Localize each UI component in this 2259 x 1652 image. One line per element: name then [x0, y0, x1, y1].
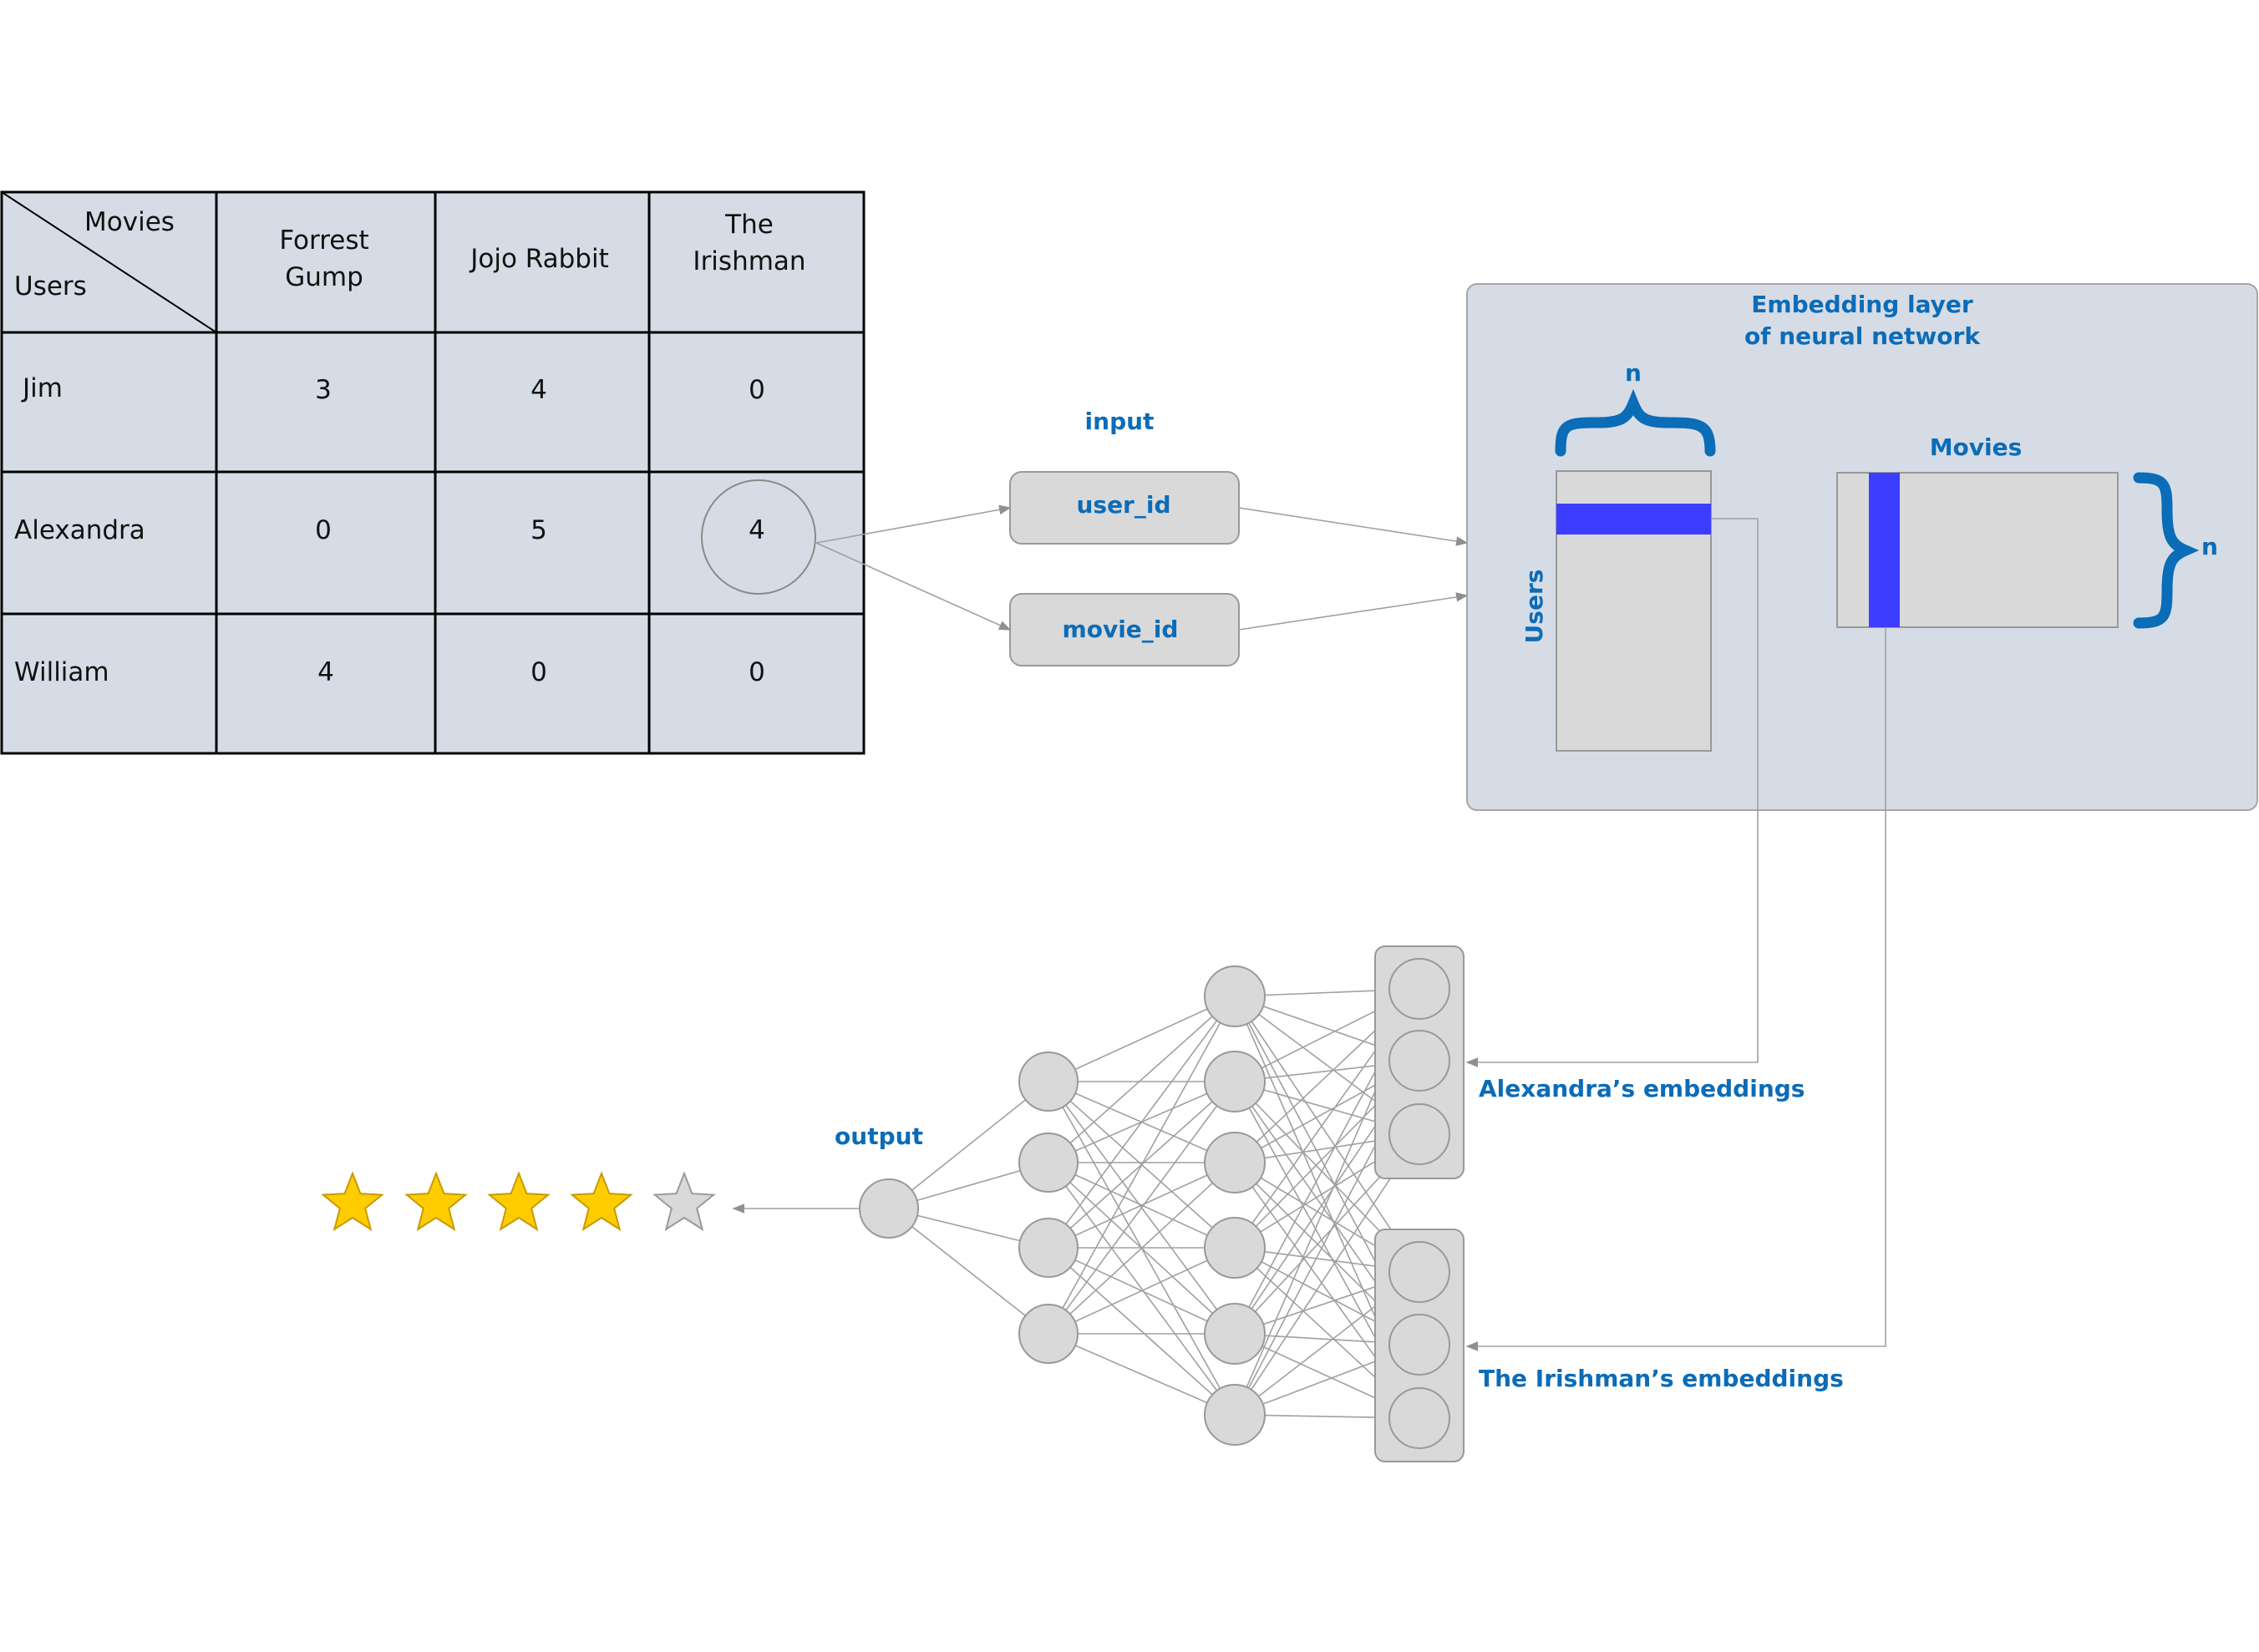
rating-cell: 4 — [530, 375, 547, 405]
network-connection — [1048, 1247, 1236, 1335]
arrow-movie-embedding-to-network — [1465, 627, 1886, 1351]
column-header-line: Irishman — [693, 246, 805, 276]
star-filled-icon — [570, 1171, 633, 1232]
arrow-cell-to-user-id — [815, 504, 1012, 544]
network-connection — [1048, 1333, 1236, 1416]
network-connection — [1048, 1162, 1236, 1416]
brace-top-icon — [1555, 388, 1716, 457]
hidden-node — [1018, 1052, 1079, 1112]
arrow-user-id-to-embedding — [1238, 507, 1469, 546]
hidden-node — [1204, 1051, 1266, 1112]
movie-embedding-column-highlight — [1869, 473, 1900, 627]
embedding-node — [1388, 1387, 1450, 1449]
network-connection — [1234, 996, 1420, 1273]
embedding-node — [1388, 1030, 1450, 1092]
rating-cell: 5 — [530, 515, 547, 545]
rating-cell: 3 — [315, 375, 332, 405]
ratings-table: Movies Users Forrest Gump Jojo Rabbit Th… — [0, 190, 866, 755]
embedding-node — [1388, 1103, 1450, 1165]
hidden-node — [1204, 1384, 1266, 1446]
output-node — [859, 1178, 919, 1239]
network-connection — [1048, 1162, 1236, 1249]
rating-cell: 0 — [749, 657, 765, 687]
output-label: output — [835, 1122, 923, 1150]
embedding-title-line1: Embedding layer — [1751, 291, 1973, 318]
row-label-user: Alexandra — [14, 515, 145, 545]
network-connection — [888, 1081, 1049, 1209]
dimension-label-right: n — [2201, 533, 2218, 560]
network-connection — [1048, 996, 1236, 1163]
hidden-node — [1018, 1304, 1079, 1364]
arrow-movie-id-to-embedding — [1238, 592, 1469, 631]
corner-label-movies: Movies — [84, 207, 175, 237]
rating-cell: 0 — [530, 657, 547, 687]
star-empty-icon — [652, 1171, 716, 1232]
rating-cell: 0 — [315, 515, 332, 545]
column-header-line: Gump — [285, 262, 363, 292]
star-filled-icon — [321, 1171, 384, 1232]
embedding-node — [1388, 958, 1450, 1020]
star-rating — [321, 1171, 716, 1232]
network-connection — [1048, 1162, 1236, 1335]
network-connection — [1234, 1133, 1420, 1416]
hidden-node — [1204, 1132, 1266, 1193]
arrow-cell-to-movie-id — [815, 542, 1012, 631]
user-embeddings-label: Alexandra’s embeddings — [1479, 1075, 1805, 1102]
network-connection — [1048, 996, 1236, 1249]
hidden-node — [1204, 965, 1266, 1027]
embedding-layer-panel: Embedding layer of neural network n User… — [1466, 283, 2258, 811]
network-connections — [888, 988, 1420, 1419]
input-label: input — [1085, 408, 1155, 435]
hidden-node — [1204, 1303, 1266, 1365]
hidden-node — [1018, 1133, 1079, 1193]
embedding-node — [1388, 1241, 1450, 1303]
user-id-label: user_id — [1076, 491, 1170, 519]
embedding-node — [1388, 1314, 1450, 1376]
users-matrix-label: Users — [1520, 570, 1548, 644]
network-connection — [1048, 996, 1236, 1335]
user-embedding-row-highlight — [1556, 504, 1711, 535]
hidden-node — [1204, 1217, 1266, 1279]
network-connection — [888, 1208, 1049, 1335]
hidden-node — [1018, 1218, 1079, 1278]
column-header-line: The — [724, 210, 774, 240]
star-filled-icon — [404, 1171, 468, 1232]
rating-cell-highlighted: 4 — [749, 515, 765, 545]
input-section: input user_id movie_id — [1009, 408, 1240, 666]
rating-cell: 4 — [317, 657, 334, 687]
corner-diagonal — [1, 191, 217, 333]
network-connection — [1048, 996, 1236, 1082]
network-connection — [1048, 1081, 1236, 1335]
column-header-line: Jojo Rabbit — [469, 244, 609, 274]
arrow-user-embedding-to-network — [1465, 518, 1759, 1067]
row-label-user: Jim — [21, 373, 63, 403]
star-filled-icon — [487, 1171, 551, 1232]
movie-embeddings-label: The Irishman’s embeddings — [1479, 1365, 1844, 1392]
rating-cell: 0 — [749, 375, 765, 405]
dimension-label-top: n — [1625, 359, 1642, 387]
embedding-title-line2: of neural network — [1744, 322, 1981, 350]
corner-label-users: Users — [14, 271, 87, 302]
network-connection — [1048, 1247, 1236, 1416]
column-header-line: Forrest — [279, 226, 368, 256]
highlighted-rating-circle — [701, 479, 816, 595]
brace-right-icon — [2133, 472, 2200, 629]
network-nodes — [859, 958, 1450, 1449]
movie-id-label: movie_id — [1063, 616, 1179, 643]
movies-matrix-label: Movies — [1930, 433, 2023, 461]
row-label-user: William — [14, 657, 109, 687]
